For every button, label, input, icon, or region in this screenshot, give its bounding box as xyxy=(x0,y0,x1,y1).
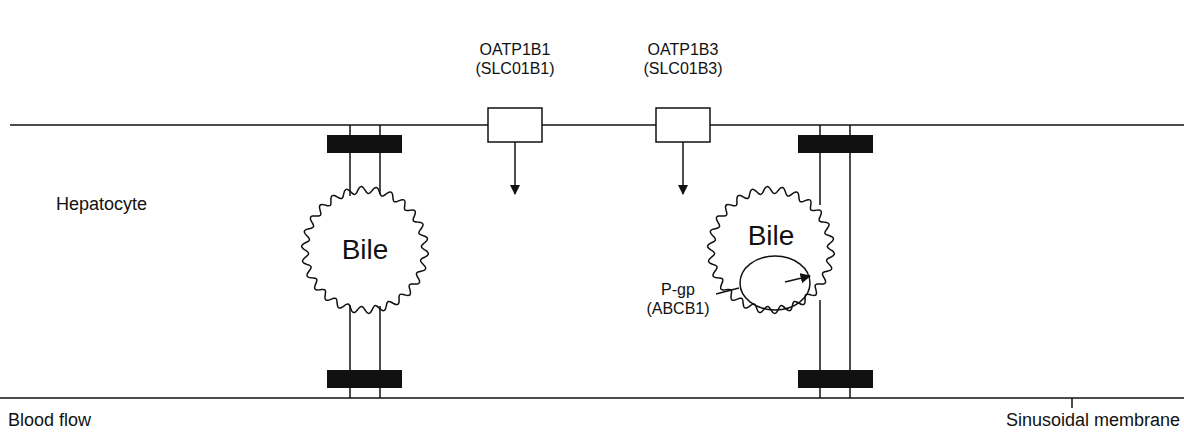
leader-line xyxy=(1071,398,1073,408)
annotation-label: Hepatocyte xyxy=(56,194,147,216)
annotation-label: Blood flow xyxy=(8,410,91,432)
bile-canaliculus: Bile xyxy=(299,184,431,316)
sinusoidal-membrane xyxy=(0,397,1184,399)
annotation-label: OATP1B1 (SLC01B1) xyxy=(465,40,565,78)
tight-junction xyxy=(327,135,402,153)
tight-junction xyxy=(798,370,873,388)
apical-membrane xyxy=(10,124,1184,126)
canaliculus-outline xyxy=(708,187,835,314)
uptake-arrow xyxy=(514,142,516,194)
transporter-box xyxy=(656,108,710,142)
node-label: Bile xyxy=(342,234,389,266)
transporter-box xyxy=(488,108,542,142)
annotation-label: Sinusoidal membrane xyxy=(1006,410,1180,432)
tight-junction xyxy=(798,135,873,153)
cell-wall xyxy=(849,125,851,398)
tight-junction xyxy=(327,370,402,388)
canaliculus-outline xyxy=(302,187,429,314)
annotation-label: P-gp (ABCB1) xyxy=(639,280,717,318)
annotation-label: OATP1B3 (SLC01B3) xyxy=(633,40,733,78)
efflux-arrow xyxy=(785,276,810,282)
uptake-arrow xyxy=(682,142,684,194)
bile-canaliculus: Bile xyxy=(705,184,837,316)
pgp-pump xyxy=(740,256,810,310)
node-label: Bile xyxy=(748,220,795,252)
